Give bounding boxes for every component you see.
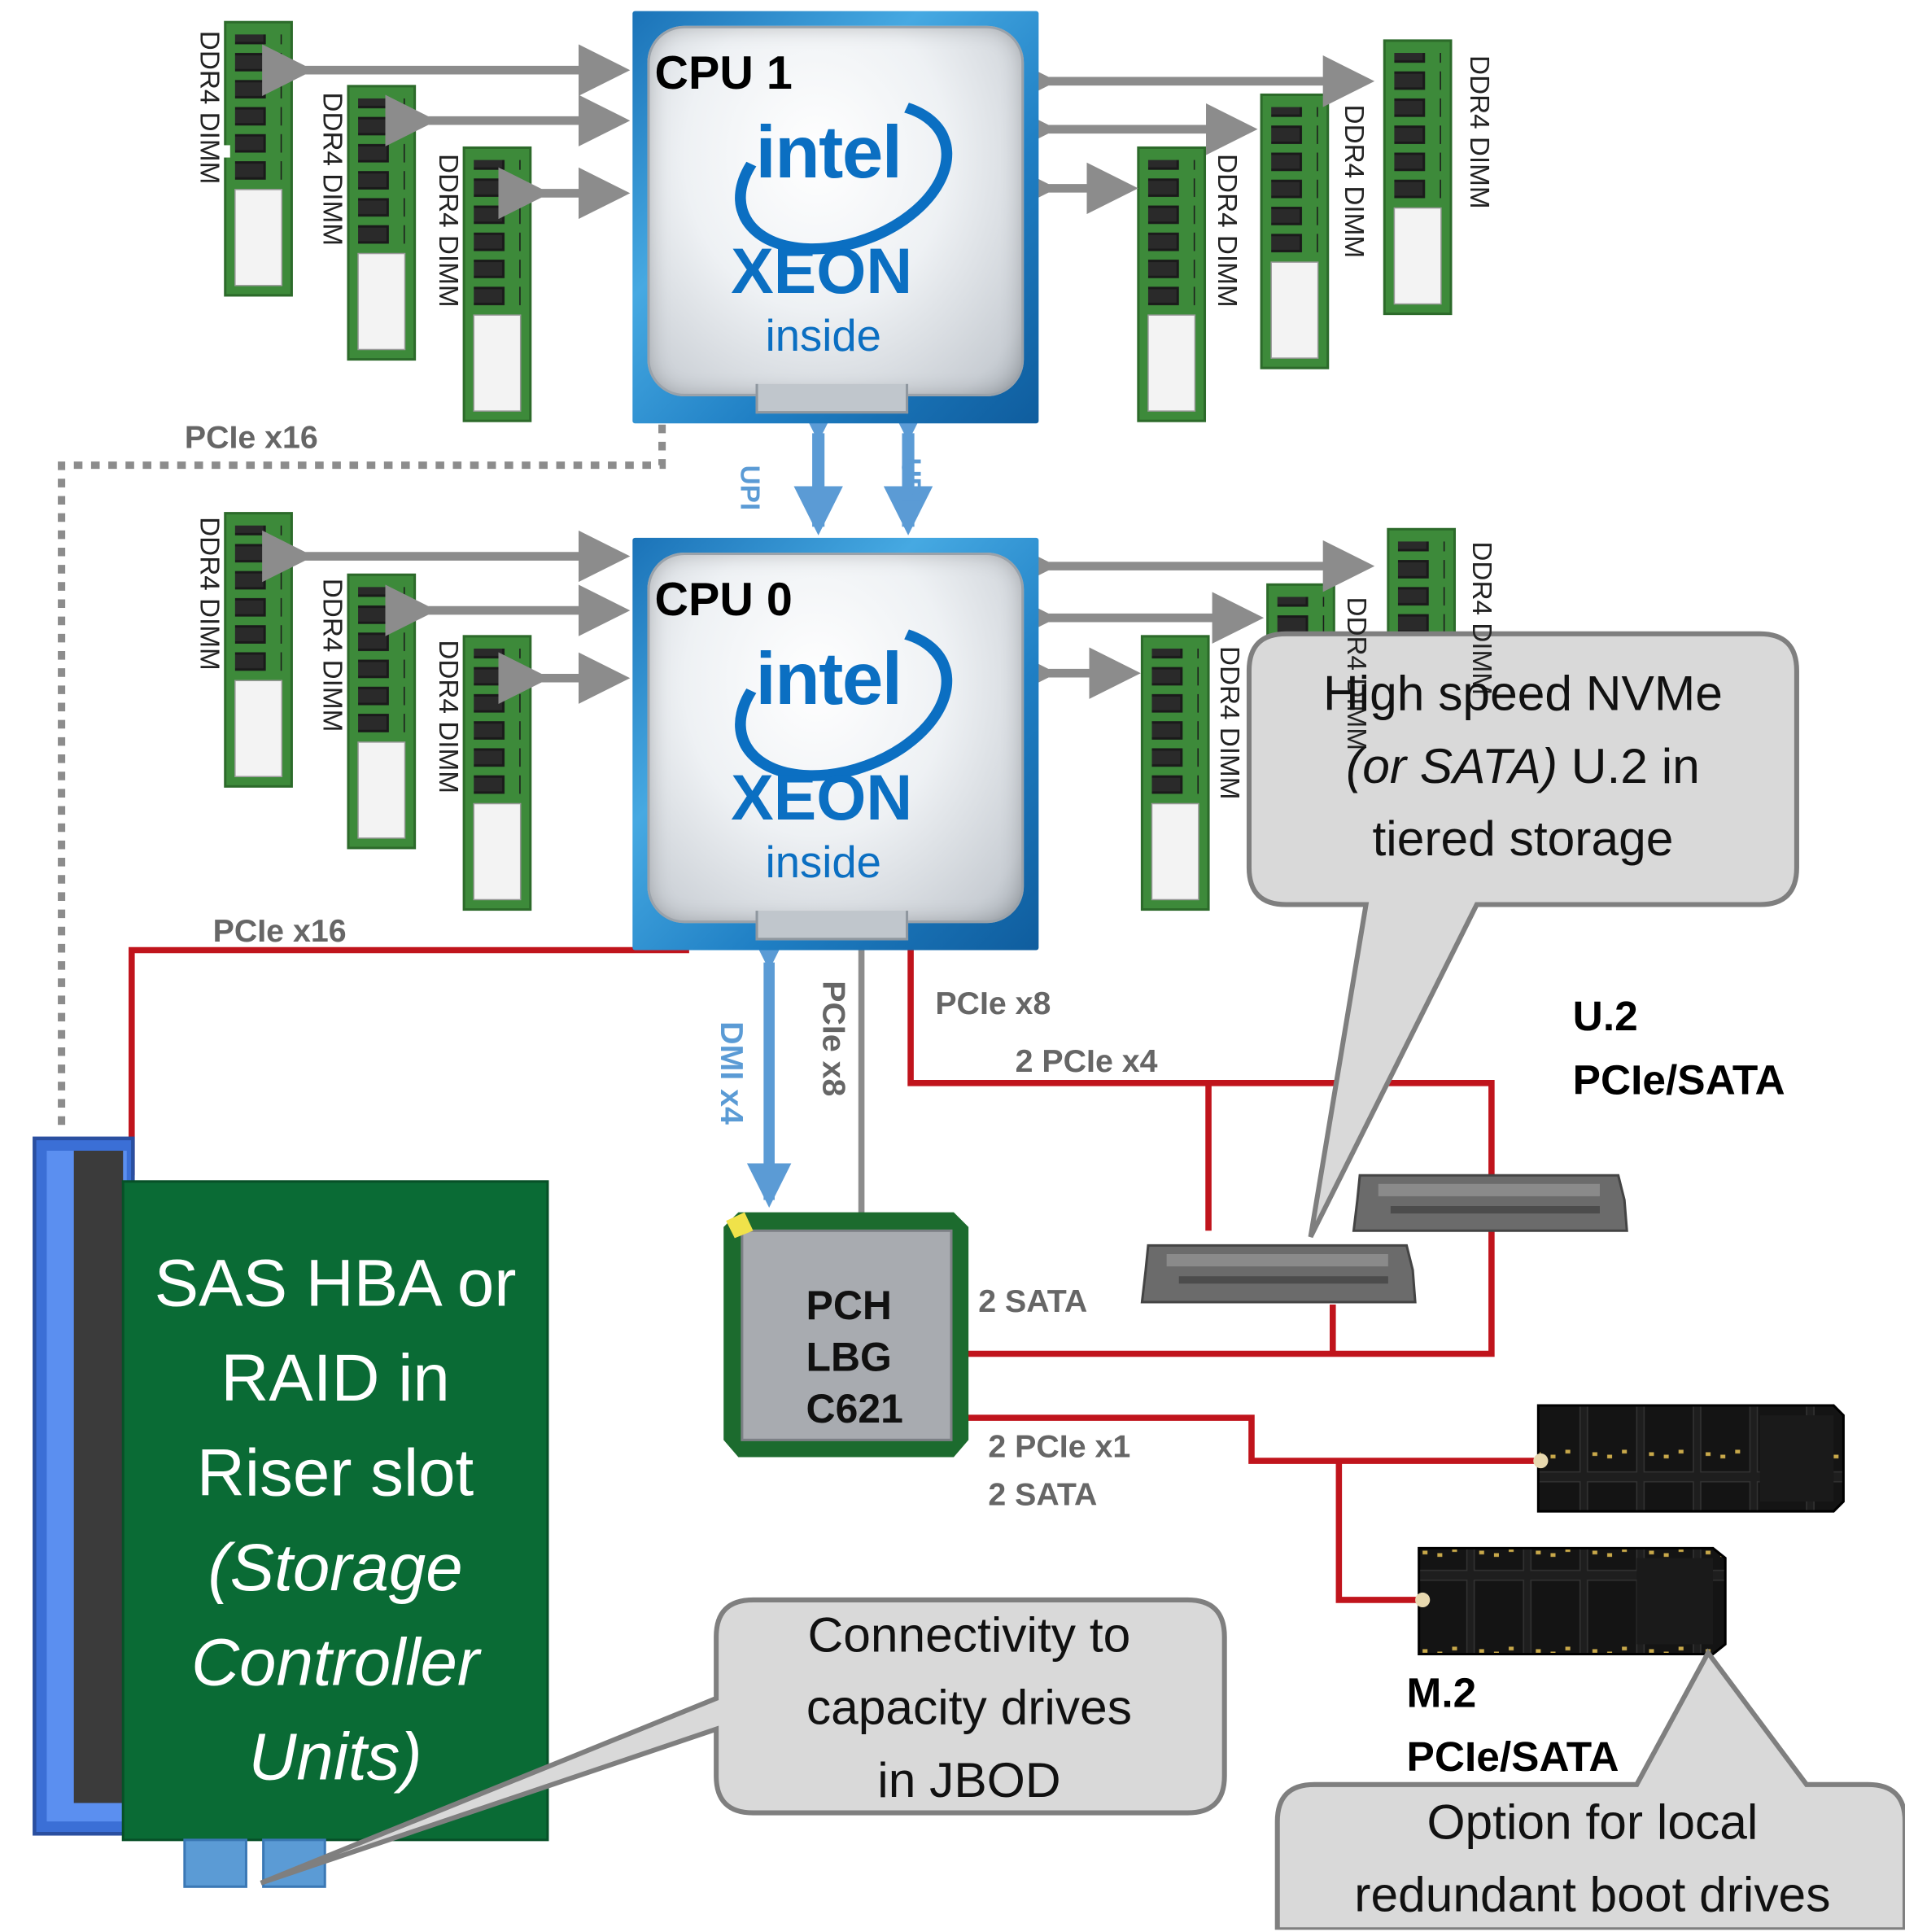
upi-label: UPI	[895, 457, 927, 504]
callout-line: capacity drives	[806, 1681, 1132, 1736]
dimm-label: DDR4 DIMM	[317, 92, 348, 246]
pcie-x16-label: PCIe x16	[212, 911, 347, 949]
sas-card-line: RAID in	[221, 1341, 450, 1416]
pch-chip	[723, 1212, 969, 1458]
sas-card-line: Units)	[248, 1720, 422, 1794]
sas-card-line: (Storage	[208, 1531, 463, 1605]
callout-nvme-text: High speed NVMe (or SATA) U.2 in tiered …	[1256, 658, 1791, 876]
callout-jbod-text: Connectivity to capacity drives in JBOD	[720, 1600, 1218, 1818]
u2-heading-line: U.2	[1572, 993, 1638, 1040]
callout-line: redundant boot drives	[1354, 1868, 1831, 1923]
inside-tagline: inside	[765, 837, 881, 888]
u2-pcie-links	[907, 950, 1495, 1357]
dimm-module	[347, 85, 417, 361]
dimm-label: DDR4 DIMM	[194, 517, 225, 671]
dimm-module	[462, 146, 532, 422]
dmi-label: DMI x4	[714, 1021, 751, 1125]
sas-card-text: SAS HBA or RAID in Riser slot (Storage C…	[123, 1237, 548, 1806]
callout-text-span: U.2 in	[1557, 739, 1700, 794]
dimm-label: DDR4 DIMM	[317, 578, 348, 732]
callout-italic-text: (or SATA)	[1346, 739, 1558, 794]
callout-line: tiered storage	[1372, 812, 1674, 867]
intel-logo-text: intel	[755, 637, 902, 720]
pch-line: PCH	[806, 1282, 892, 1328]
dimm-group-cpu1	[220, 20, 1453, 422]
callout-jbod	[260, 1597, 1227, 1886]
sas-riser-card	[33, 1136, 549, 1888]
xeon-brand: XEON	[731, 763, 913, 835]
m2-links	[966, 1414, 1541, 1603]
inside-tagline: inside	[765, 310, 881, 361]
dimm-label: DDR4 DIMM	[1339, 104, 1370, 259]
memory-arrows	[262, 44, 1375, 705]
pcie-x8-vertical-label: PCIe x8	[815, 981, 854, 1097]
callout-nvme	[1246, 631, 1799, 1239]
m2-heading-line: M.2	[1406, 1670, 1477, 1717]
u2-heading: U.2 PCIe/SATA	[1573, 985, 1785, 1112]
pcie-2x4-label: 2 PCIe x4	[1015, 1042, 1158, 1080]
sas-card-line: Riser slot	[196, 1436, 474, 1510]
m2-heading: M.2 PCIe/SATA	[1407, 1662, 1619, 1790]
xeon-brand: XEON	[731, 236, 913, 308]
dimm-module	[1140, 635, 1210, 911]
sas-card-line: Controller	[191, 1625, 480, 1700]
sas-card-line: SAS HBA or	[154, 1246, 517, 1321]
dimm-module	[1137, 146, 1207, 422]
pcie-x16-cpu0-link	[129, 946, 689, 1176]
callout-line: (or SATA) U.2 in	[1256, 731, 1791, 803]
dimm-module	[224, 512, 293, 788]
dimm-label: DDR4 DIMM	[1464, 55, 1496, 209]
upi-label: UPI	[734, 465, 766, 511]
dimm-label: DDR4 DIMM	[433, 154, 465, 308]
pcie-x16-label: PCIe x16	[184, 418, 318, 456]
dimm-label: DDR4 DIMM	[433, 640, 465, 793]
u2-connector	[1140, 1244, 1417, 1304]
dimm-label: DDR4 DIMM	[194, 30, 225, 185]
m2-heading-line: PCIe/SATA	[1406, 1733, 1619, 1781]
pcie-x8-label: PCIe x8	[935, 984, 1051, 1022]
pch-line: LBG	[806, 1334, 892, 1380]
cpu-1: intel XEON inside CPU 1	[632, 11, 1039, 424]
dimm-module	[220, 20, 293, 297]
callout-line: High speed NVMe	[1322, 667, 1723, 722]
pcie-2x1-label: 2 PCIe x1	[988, 1427, 1131, 1465]
callout-boot-text: Option for local redundant boot drives	[1280, 1787, 1905, 1932]
dimm-module	[1383, 39, 1453, 316]
u2-heading-line: PCIe/SATA	[1572, 1057, 1785, 1104]
dimm-label: DDR4 DIMM	[1212, 154, 1243, 308]
dimm-module	[462, 635, 532, 911]
cpu-1-title: CPU 1	[654, 47, 793, 100]
callout-line: Connectivity to	[807, 1608, 1131, 1663]
sata-label: 2 SATA	[978, 1282, 1088, 1320]
upi-links	[793, 392, 933, 535]
callout-line: Option for local	[1427, 1795, 1759, 1850]
pch-label: PCH LBG C621	[806, 1280, 903, 1436]
callout-boot	[1274, 1648, 1905, 1930]
intel-logo-text: intel	[755, 111, 902, 194]
sata-label: 2 SATA	[988, 1475, 1098, 1513]
dimm-module	[347, 573, 417, 850]
cpu-0: intel XEON inside CPU 0	[632, 537, 1039, 951]
u2-connector	[1352, 1174, 1628, 1232]
dimm-module	[1260, 93, 1330, 369]
pcie-x16-cpu1-link	[58, 424, 666, 1133]
dimm-label: DDR4 DIMM	[1214, 645, 1246, 800]
cpu-0-title: CPU 0	[654, 575, 793, 627]
pch-line: C621	[806, 1385, 903, 1432]
m2-ssd	[1533, 1404, 1845, 1513]
m2-ssd	[1415, 1546, 1727, 1656]
callout-line: in JBOD	[877, 1753, 1061, 1808]
